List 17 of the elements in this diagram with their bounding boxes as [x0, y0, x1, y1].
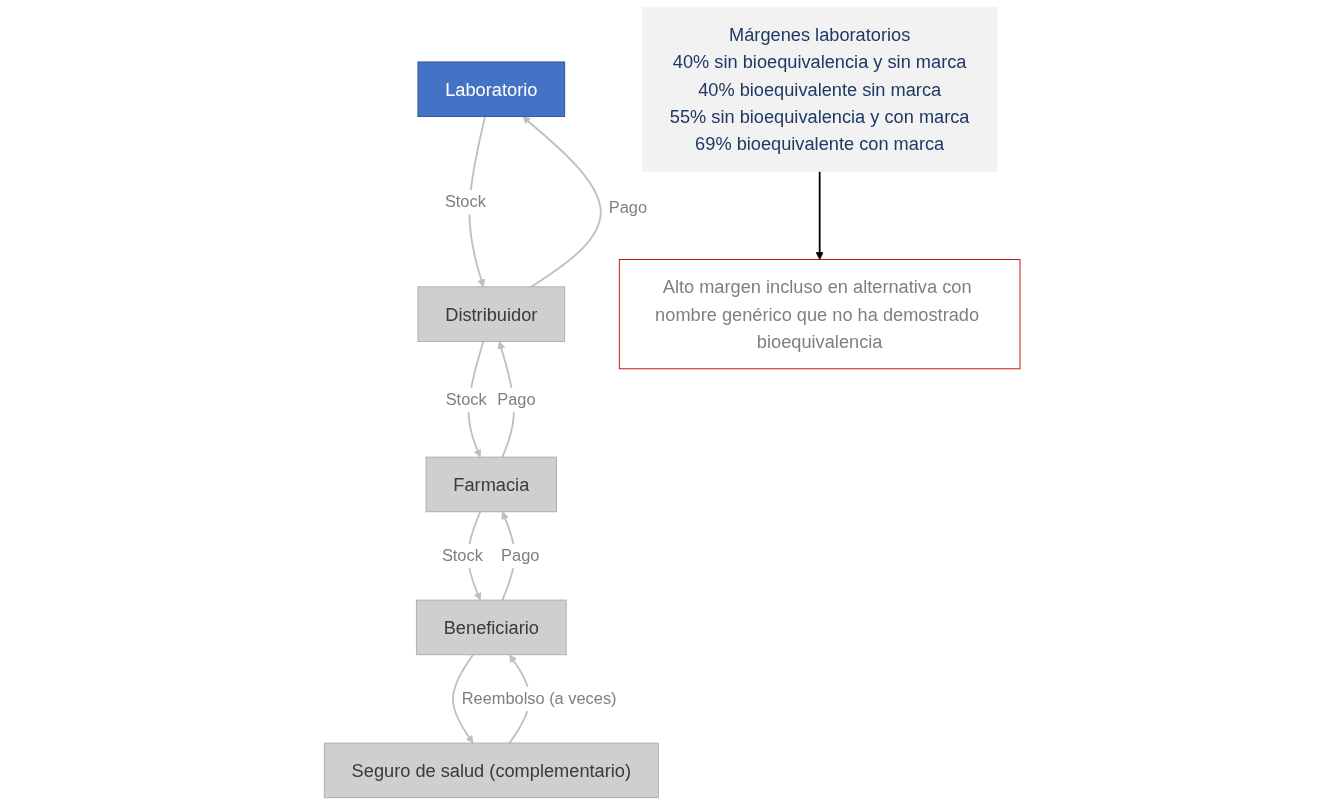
- node-box: Beneficiario: [415, 599, 567, 656]
- edge-label: Pago: [497, 390, 536, 409]
- node-box: Alto margen incluso en alternativa con nombre genérico que no ha demostrado bioequivalencia: [618, 259, 1021, 370]
- node-box: Distribuidor: [417, 286, 565, 342]
- arrow: [815, 170, 824, 260]
- edge-label: Pago: [608, 198, 647, 217]
- edge-label: Stock: [445, 390, 487, 409]
- edge-label: Reembolso (a veces): [461, 689, 617, 708]
- arrow: [451, 653, 474, 744]
- edge-label: Stock: [444, 192, 486, 211]
- node-box: Márgenes laboratorios 40% sin bioequivalencia y sin marca 40% bioequivalente sin marca 55% sin bioequivalencia y con marca 69% bioequivalente con marca: [641, 6, 998, 172]
- node-box: Laboratorio: [417, 61, 565, 117]
- node-box: Seguro de salud (complementario): [323, 742, 659, 799]
- edge-label: Pago: [500, 546, 540, 565]
- node-box: Farmacia: [425, 456, 557, 513]
- arrow: [522, 116, 602, 288]
- edge-label: Stock: [441, 546, 483, 565]
